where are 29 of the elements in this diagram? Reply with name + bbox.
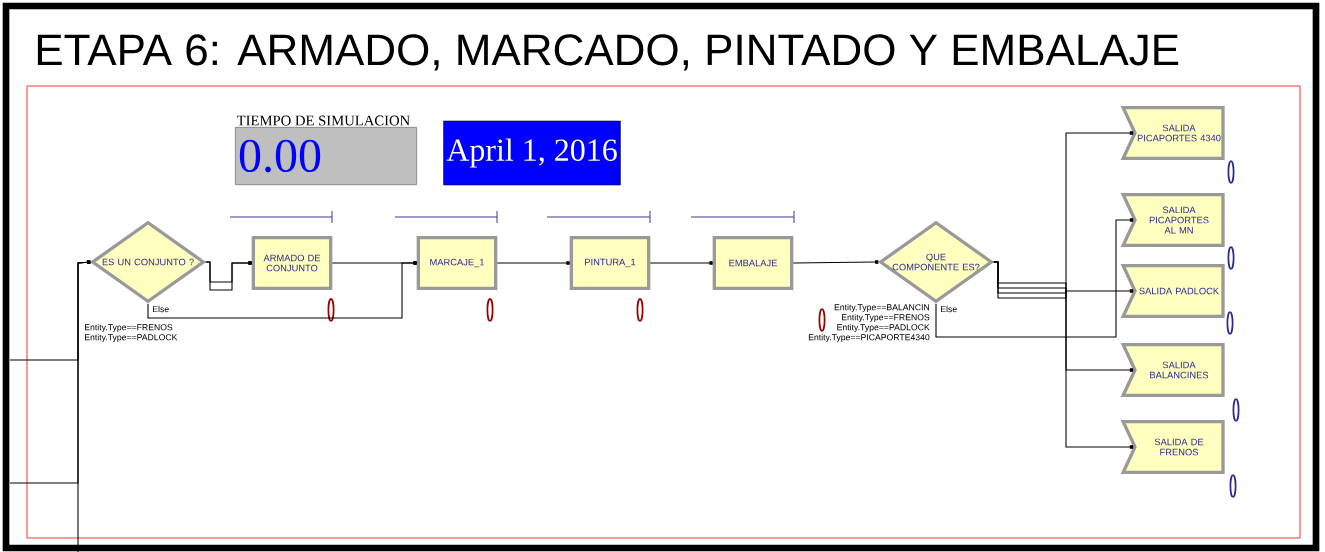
process-box: PINTURA_1	[569, 236, 651, 290]
connector	[649, 261, 713, 265]
exit-box: SALIDA PICAPORTES 4340	[1120, 106, 1225, 160]
connector	[496, 261, 570, 265]
condition-label: Entity.Type==FRENOS	[85, 323, 173, 333]
process-box: ARMADO DE CONJUNTO	[251, 236, 333, 290]
process-box: MARCAJE_1	[416, 236, 498, 290]
condition-label: Else	[941, 305, 957, 313]
condition-label: Entity.Type==BALANCIN	[834, 303, 929, 313]
connector	[993, 131, 1134, 299]
connector	[331, 261, 417, 265]
exit-box: SALIDA PICAPORTES AL MN	[1120, 193, 1225, 247]
title: ETAPA 6: ARMADO, MARCADO, PINTADO Y EMBALAJE	[37, 34, 1179, 71]
condition-label: Entity.Type==PADLOCK	[837, 323, 930, 333]
connector	[77, 260, 91, 552]
condition-label: Entity.Type==FRENOS	[842, 313, 930, 323]
process-box: EMBALAJE	[712, 236, 794, 290]
exit-box: SALIDA PADLOCK	[1120, 264, 1225, 318]
connector	[205, 261, 252, 291]
date-display: April 1, 2016	[443, 120, 621, 186]
node-label: TIEMPO DE SIMULACION	[236, 115, 410, 126]
exit-box: SALIDA DE FRENOS	[1120, 420, 1225, 474]
condition-label: Else	[153, 305, 169, 313]
exit-box: SALIDA BALANCINES	[1120, 343, 1225, 397]
condition-label: Entity.Type==PADLOCK	[85, 333, 178, 343]
time-display: 0.00 TIEMPO DE SIMULACION	[235, 115, 417, 185]
condition-label: Entity.Type==PICAPORTE4340	[808, 333, 930, 343]
connector	[935, 218, 1134, 338]
connector	[792, 260, 879, 264]
